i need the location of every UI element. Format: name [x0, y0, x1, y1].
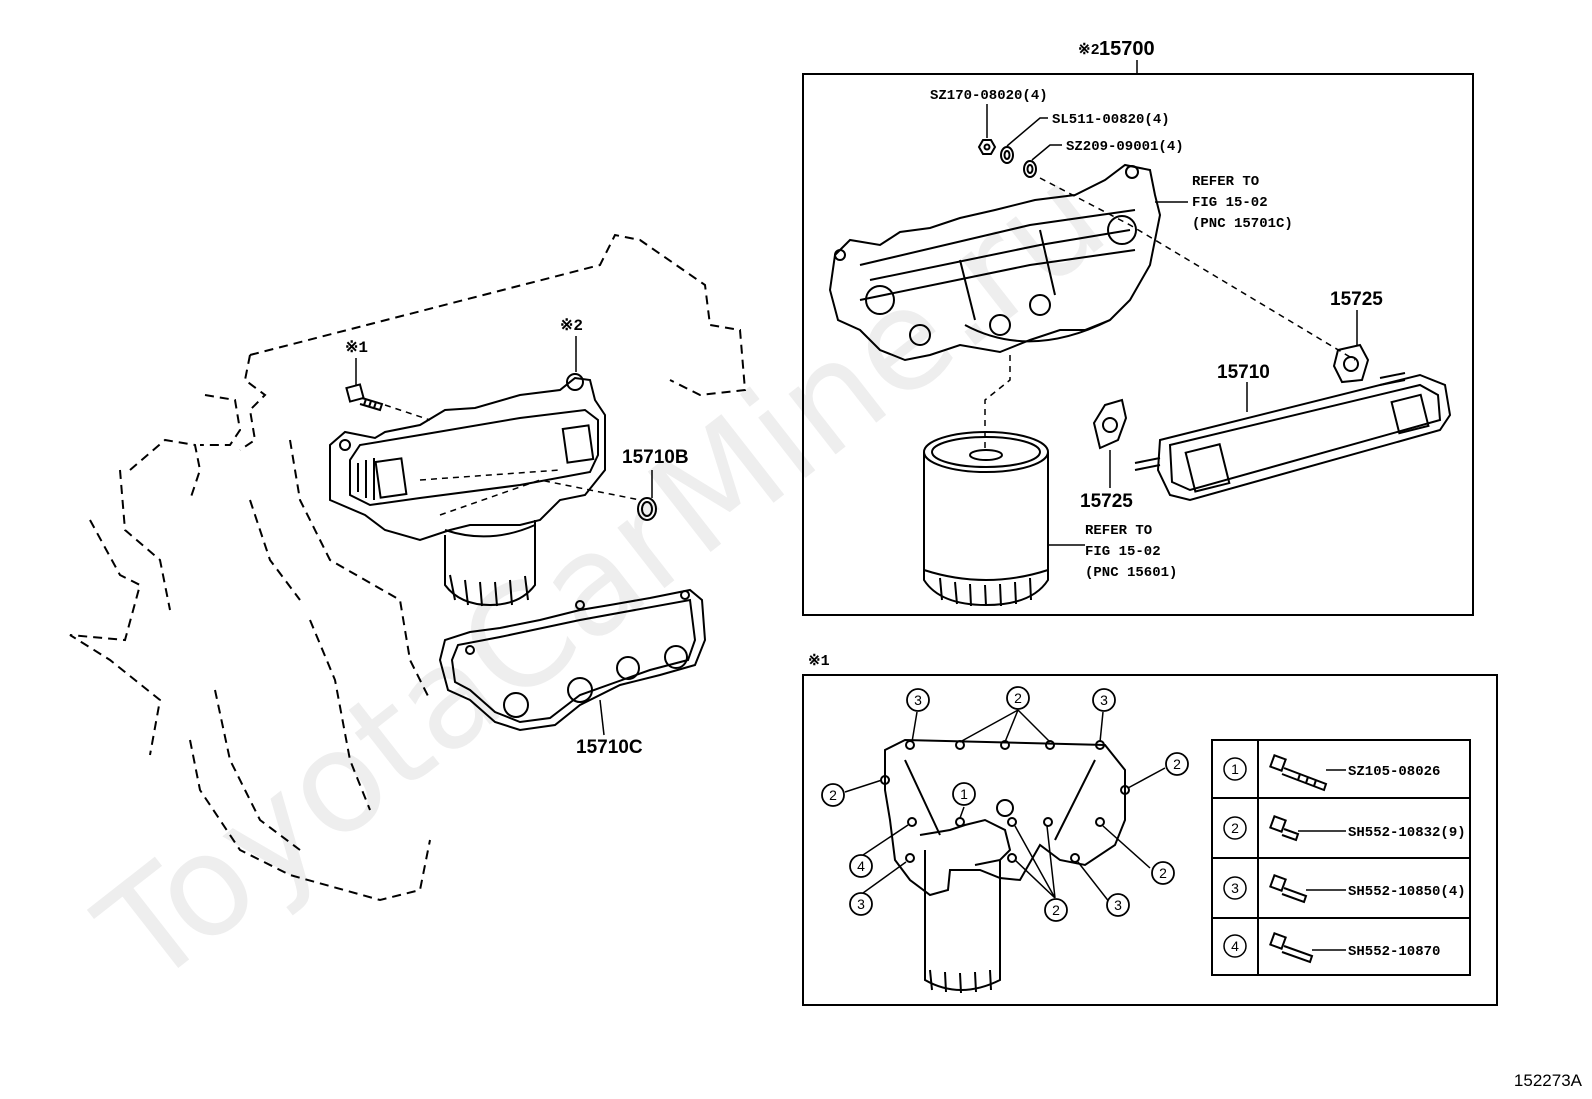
- part-15710c-label: 15710C: [576, 737, 643, 758]
- bolt-box: [802, 674, 1498, 1006]
- cooler-element-icon: [1134, 372, 1452, 502]
- leader-line: [1031, 144, 1062, 161]
- legend-number: 4: [1231, 938, 1239, 954]
- nut-icon: [977, 139, 997, 155]
- legend-number: 3: [1231, 880, 1239, 896]
- gasket-bottom-label: 15725: [1080, 491, 1133, 512]
- oil-filter-icon: [923, 431, 1049, 607]
- note-2-label: ※2: [560, 317, 583, 335]
- callout-number: 3: [1114, 897, 1122, 913]
- part-15710-label: 15710: [1217, 362, 1270, 383]
- refer-cooler-line-3: (PNC 15701C): [1192, 216, 1293, 232]
- assembly-box: [802, 73, 1474, 616]
- legend-number: 1: [1231, 761, 1239, 777]
- callout-circles: [821, 686, 1189, 922]
- legend-leaders: [1298, 769, 1346, 951]
- bolt-icon: [1269, 815, 1300, 842]
- legend-part-number: SZ105-08026: [1348, 764, 1440, 780]
- callout-number: 2: [829, 787, 837, 803]
- callout-number: 3: [857, 896, 865, 912]
- legend-part-number: SH552-10870: [1348, 944, 1440, 960]
- fastener-2-label: SL511-00820(4): [1052, 112, 1170, 128]
- bolt-icon: [1269, 932, 1314, 964]
- callout-number: 3: [914, 692, 922, 708]
- lock-washer-icon: [1023, 160, 1037, 178]
- legend-number: 2: [1231, 820, 1239, 836]
- callout-leaders: [844, 709, 1166, 904]
- dashed-leader: [384, 404, 431, 421]
- bolt-icon: [1269, 874, 1308, 904]
- refer-cooler-line-1: REFER TO: [1192, 174, 1259, 190]
- dashed-leader: [439, 479, 641, 516]
- note-1-label: ※1: [345, 339, 368, 357]
- leader-line: [1006, 117, 1048, 147]
- callout-numbers: 3 2 3 2 2 1 4 2 3 2 3: [829, 690, 1181, 918]
- callout-number: 1: [960, 786, 968, 802]
- callout-number: 2: [1052, 902, 1060, 918]
- bolt-icon: [345, 383, 384, 412]
- bolt-box-title: ※1: [808, 653, 830, 670]
- bolt-layout-drawing: [880, 738, 1130, 994]
- gasket-top-label: 15725: [1330, 289, 1383, 310]
- refer-filter-line-1: REFER TO: [1085, 523, 1152, 539]
- dashed-leader: [984, 355, 1011, 450]
- illustration-code: 152273A: [1514, 1071, 1583, 1090]
- refer-cooler-line-2: FIG 15-02: [1192, 195, 1268, 211]
- fastener-1-label: SZ170-08020(4): [930, 88, 1048, 104]
- callout-number: 2: [1014, 690, 1022, 706]
- fastener-3-label: SZ209-09001(4): [1066, 139, 1184, 155]
- legend-part-number: SH552-10850(4): [1348, 884, 1466, 900]
- legend-part-number: SH552-10832(9): [1348, 825, 1466, 841]
- assembly-title-part: 15700: [1099, 38, 1155, 60]
- callout-number: 4: [857, 858, 865, 874]
- o-ring-icon: [637, 497, 657, 521]
- dashed-leader: [1039, 177, 1356, 361]
- refer-filter-line-2: FIG 15-02: [1085, 544, 1161, 560]
- gasket-15725-icon: [1332, 343, 1370, 384]
- callout-number: 2: [1173, 756, 1181, 772]
- watermark: ToyotaCarMine.ru: [70, 135, 1135, 1017]
- engine-outline: [69, 233, 747, 902]
- callout-number: 2: [1159, 865, 1167, 881]
- bolt-icon: [1269, 754, 1328, 792]
- gasket-15710c-icon: [438, 588, 707, 732]
- dashed-leader: [419, 469, 561, 481]
- refer-filter-line-3: (PNC 15601): [1085, 565, 1177, 581]
- legend-number-circles: [1223, 757, 1247, 958]
- assembly-title-mark: ※2: [1078, 42, 1100, 59]
- part-15710b-label: 15710B: [622, 447, 689, 468]
- washer-icon: [1000, 146, 1014, 164]
- gasket-15725-icon: [1092, 398, 1128, 450]
- oil-cooler-case-icon: [828, 163, 1162, 362]
- callout-number: 3: [1100, 692, 1108, 708]
- oil-cooler-left-view: [329, 373, 606, 607]
- leader-line: [599, 699, 605, 736]
- bolt-legend-table: [1211, 739, 1471, 976]
